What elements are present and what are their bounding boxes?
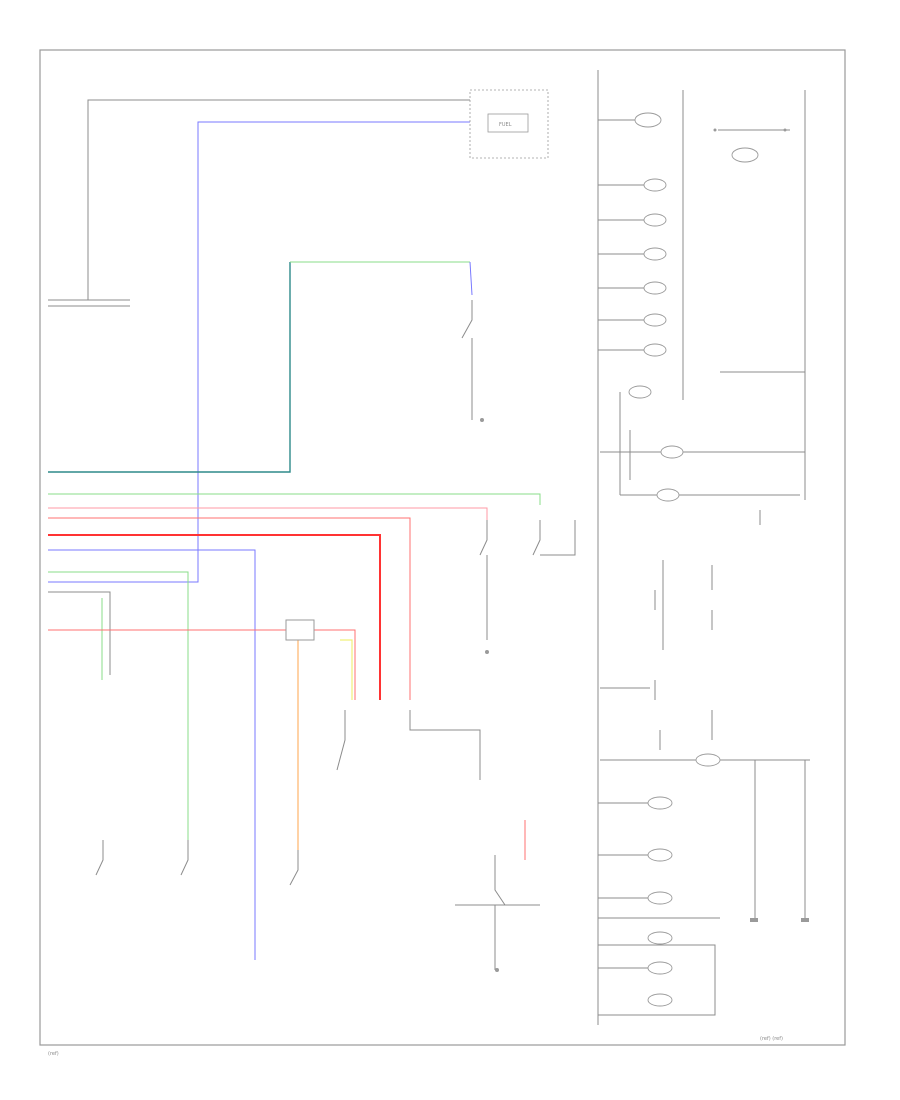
switch-5: [409, 710, 481, 780]
lamp-4: [643, 213, 667, 227]
lamp-13: [647, 796, 673, 810]
cluster-lamps: [628, 112, 759, 1007]
wire-red-heavy: [48, 534, 381, 700]
lamp-16: [647, 931, 673, 945]
cluster-bracket-2: [598, 944, 716, 1016]
wire-gray-top: [87, 99, 470, 300]
wire-yellow: [340, 639, 353, 700]
wire-gray-lower: [48, 591, 111, 675]
lamp-18: [647, 993, 673, 1007]
switch-bridge: [486, 520, 576, 640]
switch-4: [336, 710, 346, 771]
fuel-gauge-label: FUEL: [499, 122, 512, 128]
switch-9: [494, 855, 506, 906]
lamp-3: [643, 178, 667, 192]
lamp-15: [647, 891, 673, 905]
ground-pin-2: [485, 650, 489, 654]
footer-left-label: (ref): [48, 1051, 59, 1057]
ground-pin-1: [480, 418, 484, 422]
lamp-6: [643, 281, 667, 295]
wire-blue-lower: [48, 549, 256, 960]
wire-red-relay: [48, 629, 356, 700]
switch-7: [95, 840, 104, 876]
lamp-14: [647, 848, 673, 862]
fuel-gauge-inner: [487, 113, 529, 133]
wire-pink: [48, 507, 488, 520]
wire-teal: [48, 262, 291, 473]
switch-8: [180, 840, 189, 876]
wire-green-lower: [48, 571, 189, 840]
lamp-8: [643, 343, 667, 357]
diagram-frame: [39, 49, 846, 1046]
footer-right-label: (ref) (ref): [760, 1036, 783, 1042]
switch-3: [532, 520, 541, 556]
lamp-12: [695, 753, 721, 767]
wire-red-thin: [48, 517, 411, 700]
wire-blue-long: [48, 121, 470, 583]
relay-box: [285, 619, 315, 641]
lamp-2: [731, 147, 759, 163]
wire-blue-short: [469, 261, 473, 296]
switch-6: [289, 850, 299, 886]
wire-green-long: [48, 493, 541, 505]
terminal-markers: [713, 128, 809, 922]
lamp-17: [647, 961, 673, 975]
lamp-7: [643, 313, 667, 327]
fuel-gauge-box: [469, 89, 549, 159]
lamp-9: [628, 385, 652, 399]
lamp-1: [634, 112, 662, 128]
cluster-stubs: [598, 119, 761, 969]
lamp-11: [656, 488, 680, 502]
lamp-10: [660, 445, 684, 459]
lamp-5: [643, 247, 667, 261]
switch-2: [479, 520, 488, 556]
switch-1: [461, 300, 473, 339]
ground-pin-3: [495, 968, 499, 972]
